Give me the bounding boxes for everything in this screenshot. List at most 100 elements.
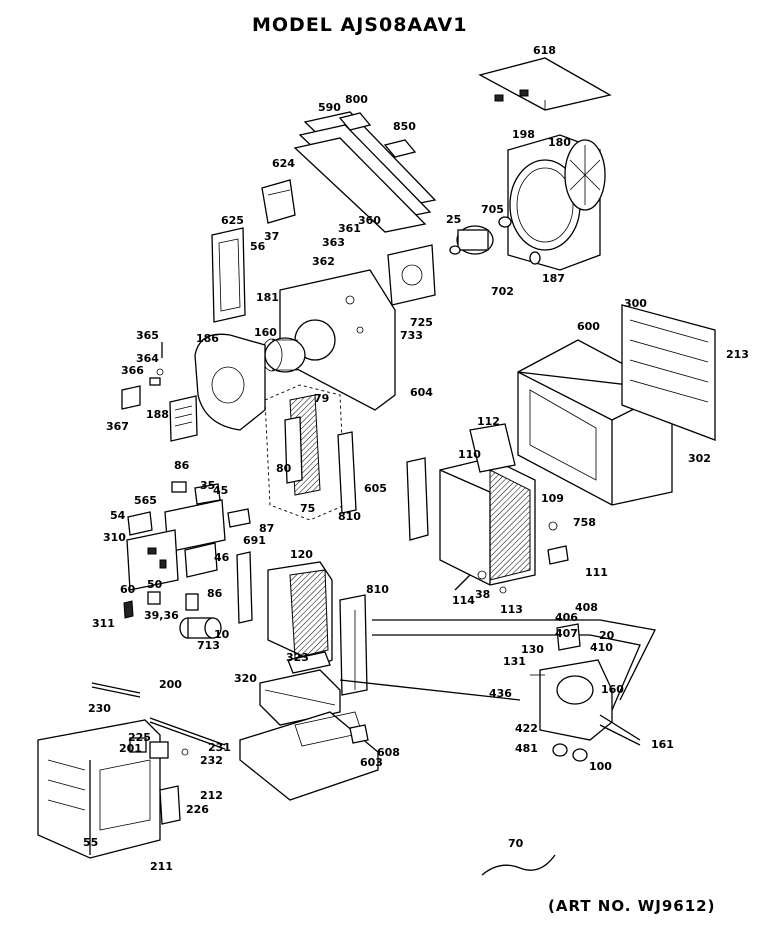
fan-motor — [449, 216, 541, 265]
condenser-coil — [406, 423, 536, 586]
label-323: 323 — [286, 651, 309, 664]
evaporator-coil — [236, 551, 368, 696]
label-733: 733 — [400, 329, 423, 342]
label-565: 565 — [134, 494, 157, 507]
label-691: 691 — [243, 534, 266, 547]
small-parts-left — [121, 342, 164, 410]
wire-harness — [481, 854, 556, 876]
label-302: 302 — [688, 452, 711, 465]
label-113: 113 — [500, 603, 523, 616]
label-180: 180 — [548, 136, 571, 149]
label-188: 188 — [146, 408, 169, 421]
frame-625 — [211, 227, 246, 323]
refrigerant-tubing — [339, 619, 656, 711]
label-362: 362 — [312, 255, 335, 268]
small-hardware-right — [454, 521, 569, 594]
top-rail-assembly — [293, 111, 437, 233]
label-406: 406 — [555, 611, 578, 624]
label-364: 364 — [136, 352, 159, 365]
label-604: 604 — [410, 386, 433, 399]
label-600: 600 — [577, 320, 600, 333]
label-365: 365 — [136, 329, 159, 342]
label-800: 800 — [345, 93, 368, 106]
label-363: 363 — [322, 236, 345, 249]
label-130: 130 — [521, 643, 544, 656]
control-bracket-group — [264, 384, 346, 521]
label-80: 80 — [276, 462, 292, 475]
label-20: 20 — [599, 629, 615, 642]
label-810b: 810 — [366, 583, 389, 596]
base-pan — [239, 711, 379, 801]
upright-605 — [337, 431, 357, 514]
label-360: 360 — [358, 214, 381, 227]
scroll-housing — [194, 333, 266, 431]
label-120: 120 — [290, 548, 313, 561]
label-201: 201 — [119, 742, 142, 755]
label-366: 366 — [121, 364, 144, 377]
cabinet — [517, 304, 716, 506]
label-212: 212 — [200, 789, 223, 802]
label-70: 70 — [508, 837, 524, 850]
label-603: 603 — [360, 756, 383, 769]
label-213: 213 — [726, 348, 749, 361]
label-608: 608 — [377, 746, 400, 759]
label-112: 112 — [477, 415, 500, 428]
drain-pan — [259, 651, 341, 726]
label-75: 75 — [300, 502, 315, 515]
label-232: 232 — [200, 754, 223, 767]
label-810a: 810 — [338, 510, 361, 523]
label-624: 624 — [272, 157, 295, 170]
label-436: 436 — [489, 687, 512, 700]
label-187: 187 — [542, 272, 565, 285]
bracket-725 — [387, 244, 436, 306]
label-320: 320 — [234, 672, 257, 685]
label-198: 198 — [512, 128, 535, 141]
label-226: 226 — [186, 803, 209, 816]
bracket-624 — [261, 179, 296, 224]
label-114: 114 — [452, 594, 475, 607]
label-410: 410 — [590, 641, 613, 654]
bar-parts — [91, 682, 226, 750]
label-713: 713 — [197, 639, 220, 652]
label-50: 50 — [147, 578, 163, 591]
label-87: 87 — [259, 522, 274, 535]
label-79: 79 — [314, 392, 329, 405]
label-367: 367 — [106, 420, 129, 433]
front-grille — [37, 719, 161, 859]
label-60: 60 — [120, 583, 136, 596]
label-702: 702 — [491, 285, 514, 298]
model-title: MODEL AJS08AAV1 — [252, 14, 467, 36]
label-625: 625 — [221, 214, 244, 227]
label-758: 758 — [573, 516, 596, 529]
label-86b: 86 — [207, 587, 223, 600]
label-111: 111 — [585, 566, 608, 579]
label-181: 181 — [256, 291, 279, 304]
label-161: 161 — [651, 738, 674, 751]
label-37: 37 — [264, 230, 279, 243]
label-618: 618 — [533, 44, 556, 57]
label-25: 25 — [446, 213, 461, 226]
label-86a: 86 — [174, 459, 190, 472]
label-310: 310 — [103, 531, 126, 544]
label-850: 850 — [393, 120, 416, 133]
blower-wheel — [261, 337, 306, 373]
label-311: 311 — [92, 617, 115, 630]
label-361: 361 — [338, 222, 361, 235]
label-35: 35 — [200, 479, 215, 492]
label-725: 725 — [410, 316, 433, 329]
control-panel-parts — [129, 737, 189, 825]
label-160: 160 — [254, 326, 277, 339]
art-number: (ART NO. WJ9612) — [548, 897, 715, 915]
label-186: 186 — [196, 332, 219, 345]
label-110: 110 — [458, 448, 481, 461]
label-100: 100 — [589, 760, 612, 773]
label-200: 200 — [159, 678, 182, 691]
label-55: 55 — [83, 836, 98, 849]
label-422: 422 — [515, 722, 538, 735]
label-605: 605 — [364, 482, 387, 495]
label-56: 56 — [250, 240, 266, 253]
grille-188 — [169, 395, 198, 442]
label-45: 45 — [213, 484, 228, 497]
compressor — [530, 623, 641, 762]
